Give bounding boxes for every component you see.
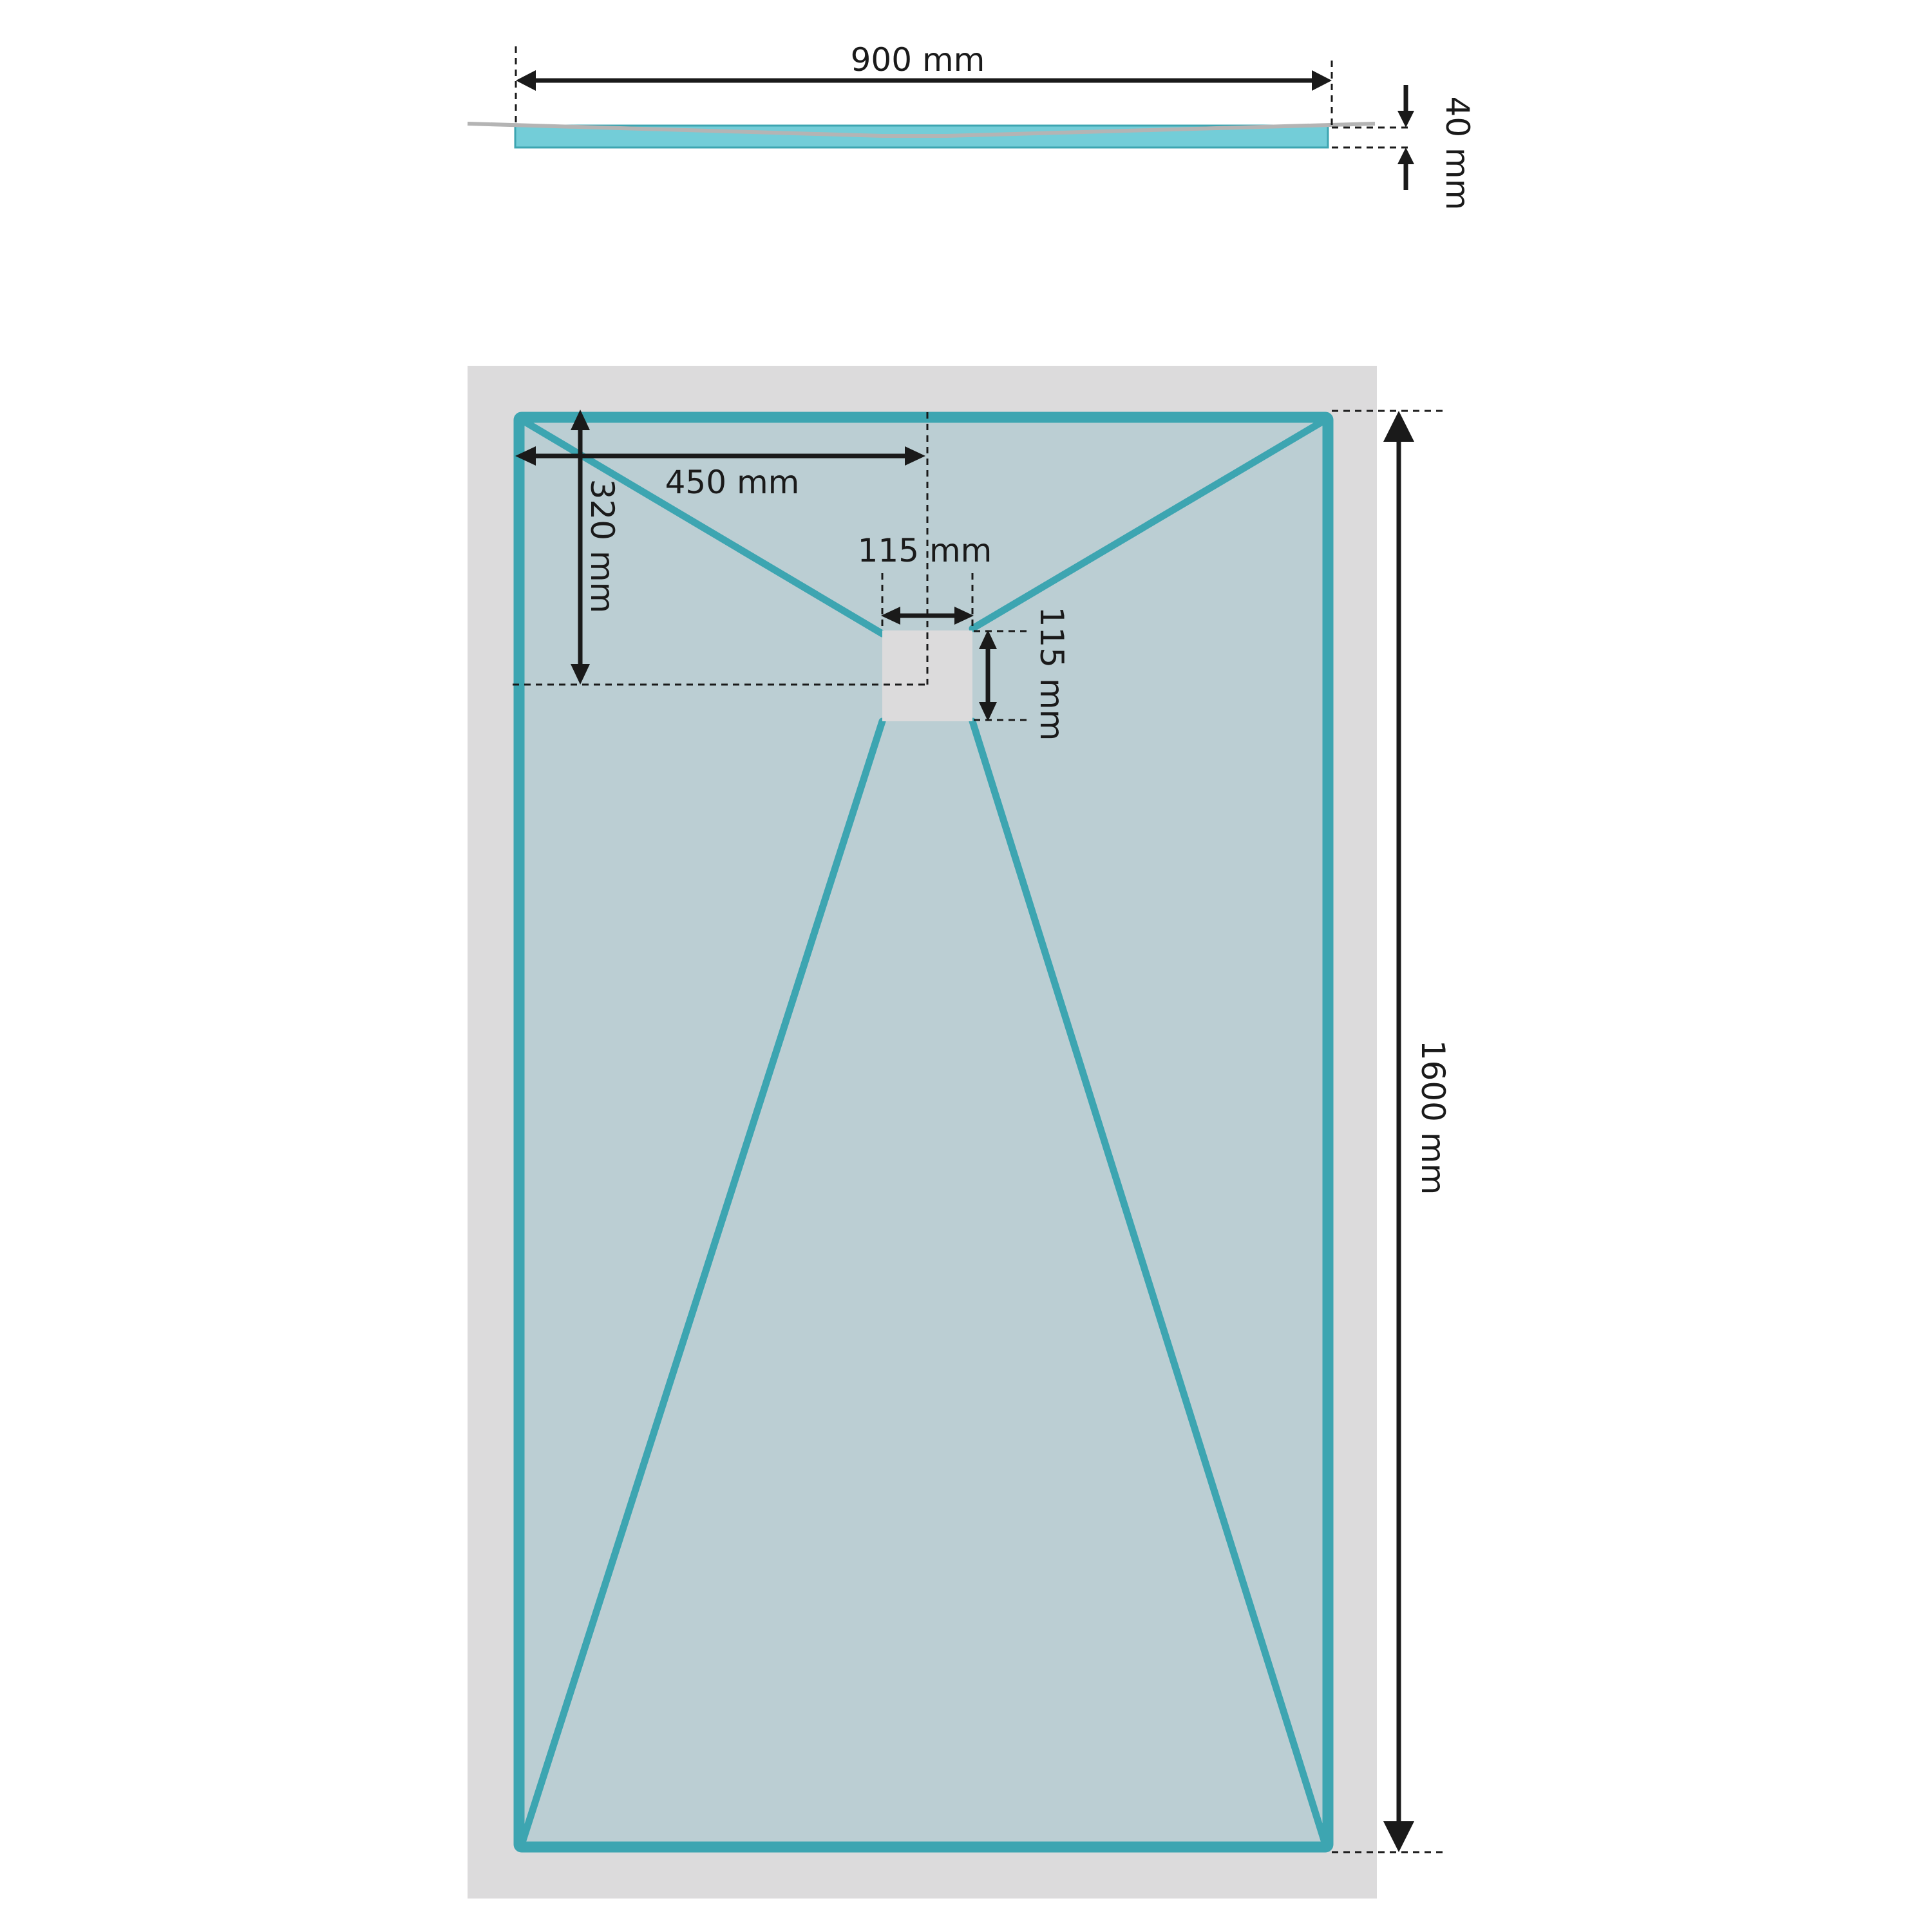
drain-height-label: 115 mm	[1033, 607, 1070, 741]
offset-y-label: 320 mm	[583, 479, 621, 614]
width-arrow-left	[516, 70, 536, 91]
thickness-arrow-bottom	[1397, 147, 1414, 164]
length-arrow-bottom	[1383, 1821, 1414, 1852]
plan-view: 450 mm 320 mm 115 mm 115 mm 1600 mm	[468, 366, 1452, 1899]
thickness-label: 40 mm	[1439, 97, 1476, 211]
length-label: 1600 mm	[1414, 1040, 1452, 1195]
offset-y-arrow-top	[571, 410, 590, 430]
width-label: 900 mm	[851, 41, 985, 79]
offset-x-arrow-left	[515, 446, 536, 466]
offset-y-arrow-bottom	[571, 664, 590, 685]
slope-line-top-right	[969, 416, 1329, 632]
slope-line-bottom-left	[518, 717, 886, 1848]
tray-border	[513, 412, 1334, 1853]
thickness-arrow-top	[1397, 111, 1414, 128]
side-profile-view: 900 mm 40 mm	[467, 41, 1476, 211]
drain-height-arrow-bottom	[979, 702, 997, 721]
drain-width-arrow-right	[954, 607, 974, 625]
offset-x-arrow-right	[905, 446, 925, 466]
profile-top-surface	[467, 122, 1376, 138]
offset-x-label: 450 mm	[665, 464, 800, 501]
width-arrow-right	[1312, 70, 1332, 91]
slope-line-bottom-right	[969, 717, 1329, 1848]
drain-width-label: 115 mm	[858, 532, 992, 569]
drain-height-arrow-top	[979, 630, 997, 649]
length-arrow-top	[1383, 411, 1414, 442]
drain-width-arrow-left	[881, 607, 900, 625]
